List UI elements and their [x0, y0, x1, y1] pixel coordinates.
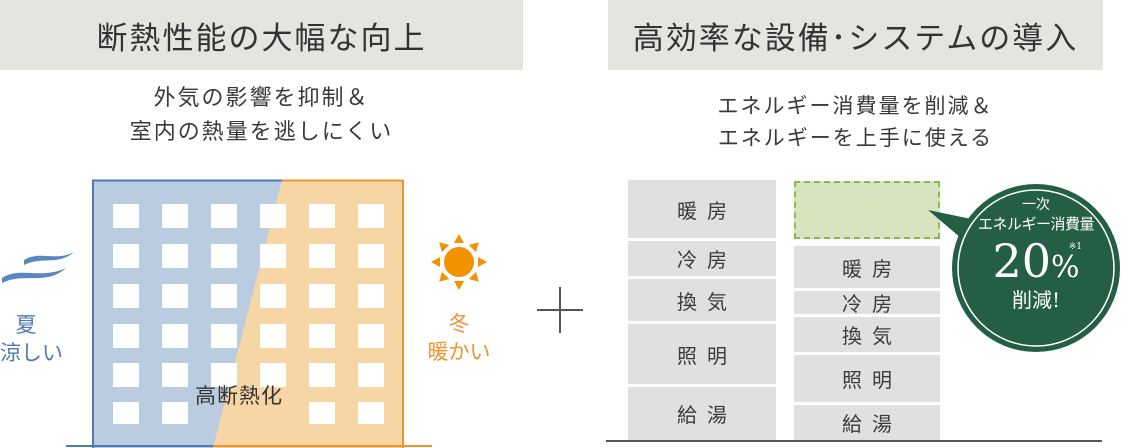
winter-line2: 暖かい: [427, 340, 491, 364]
building-window: [162, 284, 188, 308]
building-window: [309, 363, 335, 387]
building-window: [260, 244, 286, 268]
sun-ray: [454, 234, 464, 243]
right-subtitle-line2: エネルギーを上手に使える: [717, 126, 994, 150]
badge-line2: エネルギー消費量: [977, 215, 1095, 233]
sun-ray: [454, 281, 464, 290]
summer-label: 夏: [0, 312, 52, 338]
building-window: [211, 363, 237, 387]
building-window: [309, 324, 335, 348]
building-window: [309, 284, 335, 308]
plus-icon: [537, 287, 583, 333]
reduction-badge: 一次 エネルギー消費量 20% ※1 削減!: [952, 196, 1120, 312]
after-hot-water: 給湯: [794, 405, 940, 440]
before-hot-water: 給湯: [628, 387, 776, 440]
building-window: [211, 284, 237, 308]
building-window: [162, 204, 188, 228]
summer-line1: 夏: [15, 313, 37, 337]
sun-ray: [431, 257, 440, 267]
sun-ray: [478, 257, 487, 267]
building-window: [113, 204, 139, 228]
badge-value-row: 20% ※1: [952, 234, 1120, 288]
sun-ray: [468, 271, 479, 282]
building-label: 高断熱化: [195, 384, 283, 408]
building-window: [358, 204, 384, 228]
left-header: 断熱性能の大幅な向上: [0, 0, 523, 70]
sun-ray: [439, 242, 450, 253]
winter-line1: 冬: [448, 312, 470, 336]
building-window: [309, 244, 335, 268]
building-window: [309, 204, 335, 228]
building-window: [113, 284, 139, 308]
building-window: [113, 324, 139, 348]
left-subtitle-line1: 外気の影響を抑制＆: [153, 86, 370, 111]
after-ventilation: 換気: [794, 317, 940, 352]
badge-line3: 削減!: [1011, 288, 1061, 312]
after-lighting: 照明: [794, 355, 940, 402]
building-window: [260, 204, 286, 228]
building-illustration: [2, 179, 487, 448]
right-title: 高効率な設備･システムの導入: [632, 20, 1079, 57]
building-window: [162, 244, 188, 268]
building-window: [211, 324, 237, 348]
building-window: [309, 402, 335, 424]
before-heating: 暖房: [628, 180, 776, 238]
winter-label: 冬 暖かい: [420, 310, 498, 366]
left-subtitle: 外気の影響を抑制＆ 室内の熱量を逃しにくい: [0, 82, 523, 150]
before-ventilation: 換気: [628, 279, 776, 321]
building-window: [260, 324, 286, 348]
building-window: [162, 324, 188, 348]
right-subtitle: エネルギー消費量を削減＆ エネルギーを上手に使える: [608, 90, 1103, 154]
right-header: 高効率な設備･システムの導入: [608, 0, 1103, 70]
building-window: [358, 402, 384, 424]
badge-line1: 一次: [1022, 197, 1050, 213]
building-window: [358, 244, 384, 268]
summer-line2: 涼しい: [0, 341, 63, 365]
building-windows: [113, 204, 384, 424]
building-window: [260, 363, 286, 387]
sun-ray: [439, 271, 450, 282]
building-window: [211, 204, 237, 228]
sun-icon: [431, 234, 487, 290]
building-window: [162, 363, 188, 387]
right-ground-line: [606, 440, 1102, 442]
after-cooling: 冷房: [794, 291, 940, 316]
right-subtitle-line1: エネルギー消費量を削減＆: [717, 94, 994, 118]
sun-ray: [468, 242, 479, 253]
badge-value: 20: [992, 234, 1052, 288]
building-window: [211, 244, 237, 268]
badge-note: ※1: [1068, 242, 1082, 252]
building-window: [358, 284, 384, 308]
badge-unit: %: [1051, 250, 1080, 285]
building-window: [260, 284, 286, 308]
building-window: [113, 402, 139, 424]
left-title: 断熱性能の大幅な向上: [96, 20, 427, 57]
saved-energy-box: [794, 181, 940, 239]
before-lighting: 照明: [628, 324, 776, 384]
left-subtitle-line2: 室内の熱量を逃しにくい: [129, 120, 394, 145]
building-window: [162, 402, 188, 424]
before-cooling: 冷房: [628, 241, 776, 276]
building-window: [358, 363, 384, 387]
building-window: [113, 363, 139, 387]
wind-icon: [2, 252, 74, 283]
building-window: [113, 244, 139, 268]
building-window: [358, 324, 384, 348]
reduction-badge-shape: [928, 184, 1120, 352]
after-heating: 暖房: [794, 246, 940, 288]
